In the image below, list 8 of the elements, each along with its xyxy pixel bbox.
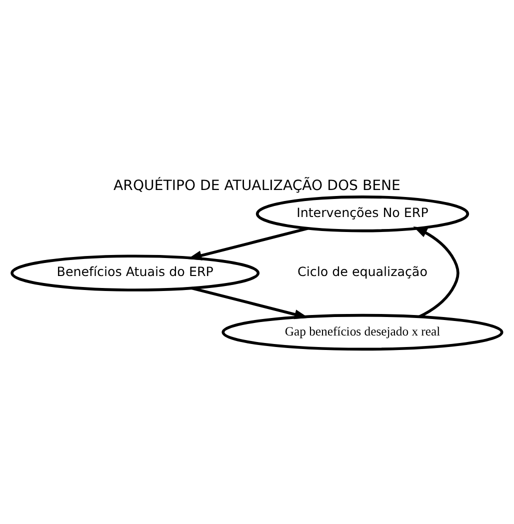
- label: Ciclo de equalização: [298, 264, 428, 279]
- arrow: [188, 226, 308, 260]
- arrow: [191, 286, 309, 319]
- arrow: [413, 226, 460, 318]
- node-ellipse: Intervenções No ERP: [256, 195, 470, 232]
- diagram-title: ARQUÉTIPO DE ATUALIZAÇÃO DOS BENE: [114, 177, 400, 194]
- node-ellipse: Benefícios Atuais do ERP: [10, 254, 260, 291]
- node-ellipse: Gap benefícios desejado x real: [222, 313, 504, 350]
